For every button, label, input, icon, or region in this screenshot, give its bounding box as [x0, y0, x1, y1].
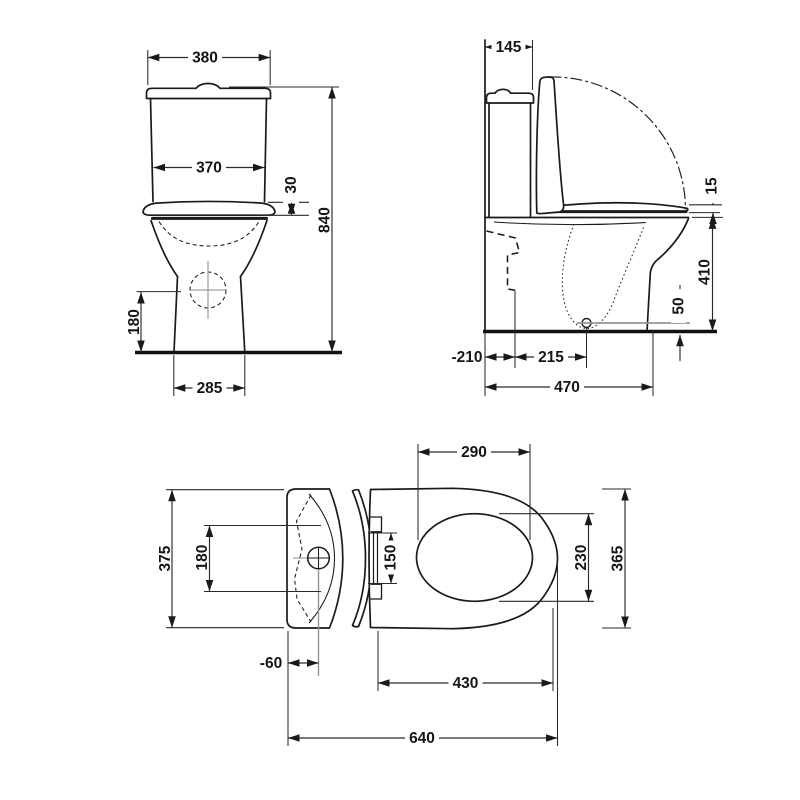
dim-side-rim-height: 410 [692, 216, 723, 331]
dim-label-side-outlet-offset: 215 [538, 349, 564, 366]
dim-top-tank-width: 375 [157, 489, 284, 629]
top-flush-button-cross [308, 547, 329, 569]
dim-side-outlet-center-height: 50 [671, 285, 688, 361]
top-view: 290 375 180 150 230 [157, 444, 631, 747]
dim-front-seat-height: 30 [258, 167, 309, 216]
top-tank-hidden-dashed [293, 494, 312, 623]
dim-label-side-tank-depth: 145 [496, 39, 522, 56]
dim-label-side-total-depth: 470 [554, 379, 580, 396]
side-cistern-lid [485, 88, 535, 104]
dim-label-front-base-width: 285 [197, 380, 223, 397]
dim-top-button-offset: -60 [260, 631, 319, 746]
dim-label-front-seat-height: 30 [283, 176, 300, 193]
dim-front-tank-width: 370 [153, 160, 265, 177]
dim-front-base-width: 285 [173, 380, 245, 397]
front-seat [142, 200, 276, 217]
dim-top-seat-length: 430 [377, 608, 554, 692]
dim-label-front-tank-width: 370 [196, 160, 222, 177]
dim-top-hinge-spacing: 150 [368, 532, 400, 585]
dim-top-tank-body-width: 180 [194, 524, 321, 593]
side-lid-swing-arc [549, 76, 687, 210]
side-seat-top [546, 201, 689, 213]
front-cistern-lid [145, 82, 272, 100]
dim-label-side-rim-height: 410 [697, 259, 714, 285]
side-trap-dashed [486, 230, 521, 292]
dim-label-top-tank-width: 375 [157, 545, 174, 571]
top-hinge-rods [372, 531, 379, 585]
dim-top-seat-width: 365 [602, 488, 631, 629]
dim-top-opening-width: 230 [499, 513, 594, 602]
top-hinge-tabs [370, 516, 383, 600]
dim-label-side-wall-offset: -210 [451, 349, 482, 366]
side-view: 145 15 410 50 [451, 39, 723, 396]
front-cistern-body [149, 97, 268, 203]
dim-top-total-length: 640 [288, 560, 559, 747]
dim-label-side-outlet-center-height: 50 [671, 297, 688, 314]
dim-side-seat-thickness: 15 [689, 169, 722, 225]
side-lid-raised [535, 76, 565, 215]
dim-label-top-opening-width: 230 [573, 545, 590, 571]
side-bowl-cavity-dotted [561, 223, 645, 330]
top-bowl-opening [415, 512, 534, 603]
dim-side-outlet-offset: 215 [515, 349, 587, 366]
dim-side-total-depth: 470 [485, 379, 653, 396]
dim-label-front-outlet-height: 180 [126, 309, 143, 335]
dim-top-opening-length: 290 [417, 444, 531, 540]
dim-label-top-button-offset: -60 [260, 655, 282, 672]
side-pan-front-profile [646, 217, 690, 332]
dim-label-top-tank-body-width: 180 [194, 545, 211, 571]
dim-label-front-total-height: 840 [317, 207, 334, 233]
dim-side-wall-offset: -210 [451, 291, 654, 396]
dim-front-total-height: 840 [229, 86, 339, 352]
dim-label-side-seat-thickness: 15 [704, 177, 721, 195]
top-cistern-lid-inner-curve [308, 493, 336, 624]
side-rim-lip [493, 221, 647, 226]
dim-label-top-hinge-spacing: 150 [383, 545, 400, 571]
front-outlet-centerlines [190, 261, 227, 319]
dim-front-top-width: 380 [147, 50, 271, 85]
dim-label-top-opening-length: 290 [461, 444, 487, 461]
dim-label-front-top-width: 380 [192, 50, 218, 67]
dim-label-top-seat-width: 365 [610, 545, 627, 571]
dim-front-outlet-height: 180 [126, 291, 181, 352]
dim-label-top-total-length: 640 [409, 730, 435, 747]
dim-side-tank-depth: 145 [485, 39, 534, 90]
dim-label-top-seat-length: 430 [453, 675, 479, 692]
side-cistern-body [488, 102, 532, 218]
front-pedestal [173, 275, 246, 353]
front-bowl-sides [150, 219, 268, 278]
front-view: 380 370 30 840 180 [126, 50, 342, 397]
front-bowl-inner-dashed [158, 221, 260, 247]
